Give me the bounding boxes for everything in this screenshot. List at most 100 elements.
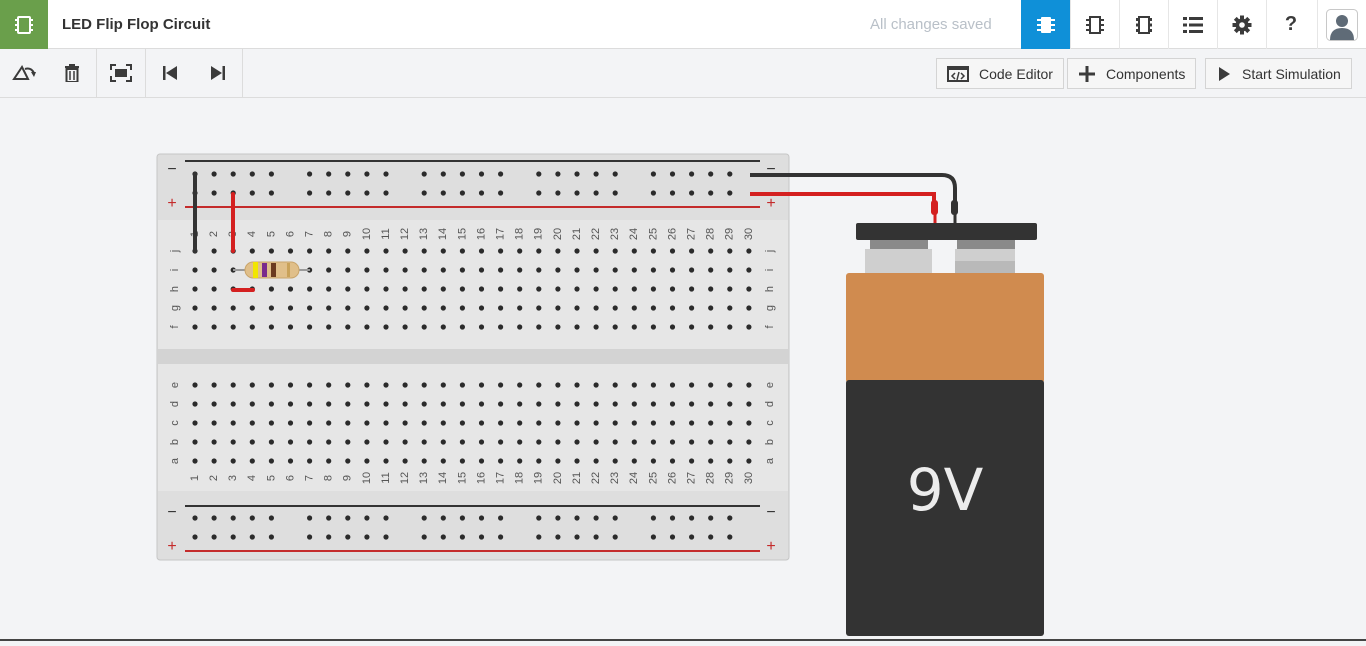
breadboard-hole[interactable] (517, 382, 523, 388)
breadboard-hole[interactable] (555, 286, 561, 292)
breadboard-hole[interactable] (746, 439, 752, 445)
breadboard-hole[interactable] (669, 248, 676, 254)
breadboard-hole[interactable] (459, 515, 465, 521)
breadboard-hole[interactable] (612, 534, 618, 540)
breadboard-hole[interactable] (383, 267, 389, 273)
breadboard-hole[interactable] (326, 420, 332, 426)
breadboard-hole[interactable] (593, 286, 599, 292)
breadboard-hole[interactable] (383, 190, 389, 196)
breadboard-hole[interactable] (593, 305, 599, 311)
component-list-button[interactable] (1119, 0, 1168, 49)
breadboard-hole[interactable] (478, 420, 485, 426)
breadboard-hole[interactable] (345, 439, 351, 445)
breadboard-hole[interactable] (345, 534, 351, 540)
breadboard-hole[interactable] (307, 324, 313, 330)
breadboard-hole[interactable] (402, 267, 408, 273)
breadboard-hole[interactable] (650, 324, 657, 330)
breadboard-hole[interactable] (287, 305, 294, 311)
circuit-drawing[interactable]: − − + + − − + + 112233445566778899101011… (0, 98, 1366, 641)
breadboard-hole[interactable] (287, 401, 294, 407)
battery-red-wire[interactable] (750, 192, 936, 202)
breadboard-hole[interactable] (555, 190, 561, 196)
breadboard-hole[interactable] (364, 515, 370, 521)
breadboard-hole[interactable] (383, 458, 389, 464)
breadboard-hole[interactable] (650, 458, 657, 464)
breadboard-hole[interactable] (498, 248, 504, 254)
breadboard-hole[interactable] (593, 171, 599, 177)
breadboard-hole[interactable] (708, 305, 714, 311)
breadboard-hole[interactable] (211, 534, 217, 540)
breadboard-hole[interactable] (669, 401, 676, 407)
breadboard-hole[interactable] (326, 401, 332, 407)
breadboard-hole[interactable] (192, 286, 198, 292)
breadboard-hole[interactable] (669, 267, 676, 273)
breadboard-hole[interactable] (440, 534, 446, 540)
breadboard-hole[interactable] (669, 382, 676, 388)
breadboard-hole[interactable] (459, 286, 465, 292)
breadboard-hole[interactable] (211, 420, 217, 426)
breadboard-hole[interactable] (326, 534, 332, 540)
breadboard-hole[interactable] (230, 382, 236, 388)
breadboard-hole[interactable] (708, 420, 714, 426)
breadboard-hole[interactable] (631, 267, 637, 273)
breadboard-hole[interactable] (574, 458, 580, 464)
breadboard-hole[interactable] (268, 305, 274, 311)
breadboard-hole[interactable] (421, 190, 427, 196)
battery-black-wire[interactable] (750, 173, 957, 202)
breadboard-hole[interactable] (287, 286, 294, 292)
breadboard-hole[interactable] (211, 267, 217, 273)
breadboard-hole[interactable] (708, 324, 714, 330)
breadboard-hole[interactable] (478, 401, 485, 407)
breadboard-hole[interactable] (669, 324, 676, 330)
breadboard-hole[interactable] (478, 324, 485, 330)
breadboard-hole[interactable] (650, 420, 657, 426)
breadboard-hole[interactable] (498, 382, 504, 388)
breadboard-hole[interactable] (612, 401, 618, 407)
breadboard-hole[interactable] (612, 305, 618, 311)
breadboard-hole[interactable] (746, 420, 752, 426)
breadboard-hole[interactable] (421, 401, 427, 407)
breadboard-hole[interactable] (727, 382, 733, 388)
breadboard-hole[interactable] (498, 324, 504, 330)
breadboard-hole[interactable] (727, 515, 733, 521)
breadboard-hole[interactable] (364, 401, 370, 407)
breadboard-hole[interactable] (536, 248, 542, 254)
breadboard-hole[interactable] (440, 439, 446, 445)
breadboard-hole[interactable] (478, 190, 485, 196)
breadboard-hole[interactable] (689, 248, 695, 254)
breadboard-hole[interactable] (669, 458, 676, 464)
breadboard-hole[interactable] (498, 439, 504, 445)
breadboard-hole[interactable] (440, 515, 446, 521)
breadboard-hole[interactable] (307, 534, 313, 540)
breadboard-hole[interactable] (612, 458, 618, 464)
breadboard-hole[interactable] (440, 267, 446, 273)
breadboard-hole[interactable] (268, 458, 274, 464)
breadboard-hole[interactable] (459, 439, 465, 445)
breadboard-hole[interactable] (249, 248, 255, 254)
breadboard-hole[interactable] (631, 286, 637, 292)
breadboard-hole[interactable] (517, 267, 523, 273)
breadboard-hole[interactable] (727, 324, 733, 330)
breadboard-hole[interactable] (326, 515, 332, 521)
breadboard-hole[interactable] (440, 190, 446, 196)
breadboard-hole[interactable] (230, 515, 236, 521)
breadboard-hole[interactable] (746, 267, 752, 273)
breadboard-hole[interactable] (421, 420, 427, 426)
code-editor-button[interactable]: Code Editor (936, 58, 1064, 89)
breadboard-hole[interactable] (612, 439, 618, 445)
breadboard-hole[interactable] (345, 458, 351, 464)
breadboard-hole[interactable] (249, 458, 255, 464)
breadboard-hole[interactable] (249, 401, 255, 407)
breadboard-hole[interactable] (517, 458, 523, 464)
breadboard-hole[interactable] (669, 439, 676, 445)
breadboard-hole[interactable] (746, 382, 752, 388)
breadboard-hole[interactable] (383, 324, 389, 330)
start-simulation-button[interactable]: Start Simulation (1205, 58, 1352, 89)
breadboard-hole[interactable] (555, 401, 561, 407)
breadboard-hole[interactable] (459, 267, 465, 273)
breadboard-hole[interactable] (307, 420, 313, 426)
breadboard-hole[interactable] (746, 286, 752, 292)
breadboard-hole[interactable] (708, 534, 714, 540)
breadboard-hole[interactable] (708, 458, 714, 464)
breadboard-hole[interactable] (287, 248, 294, 254)
